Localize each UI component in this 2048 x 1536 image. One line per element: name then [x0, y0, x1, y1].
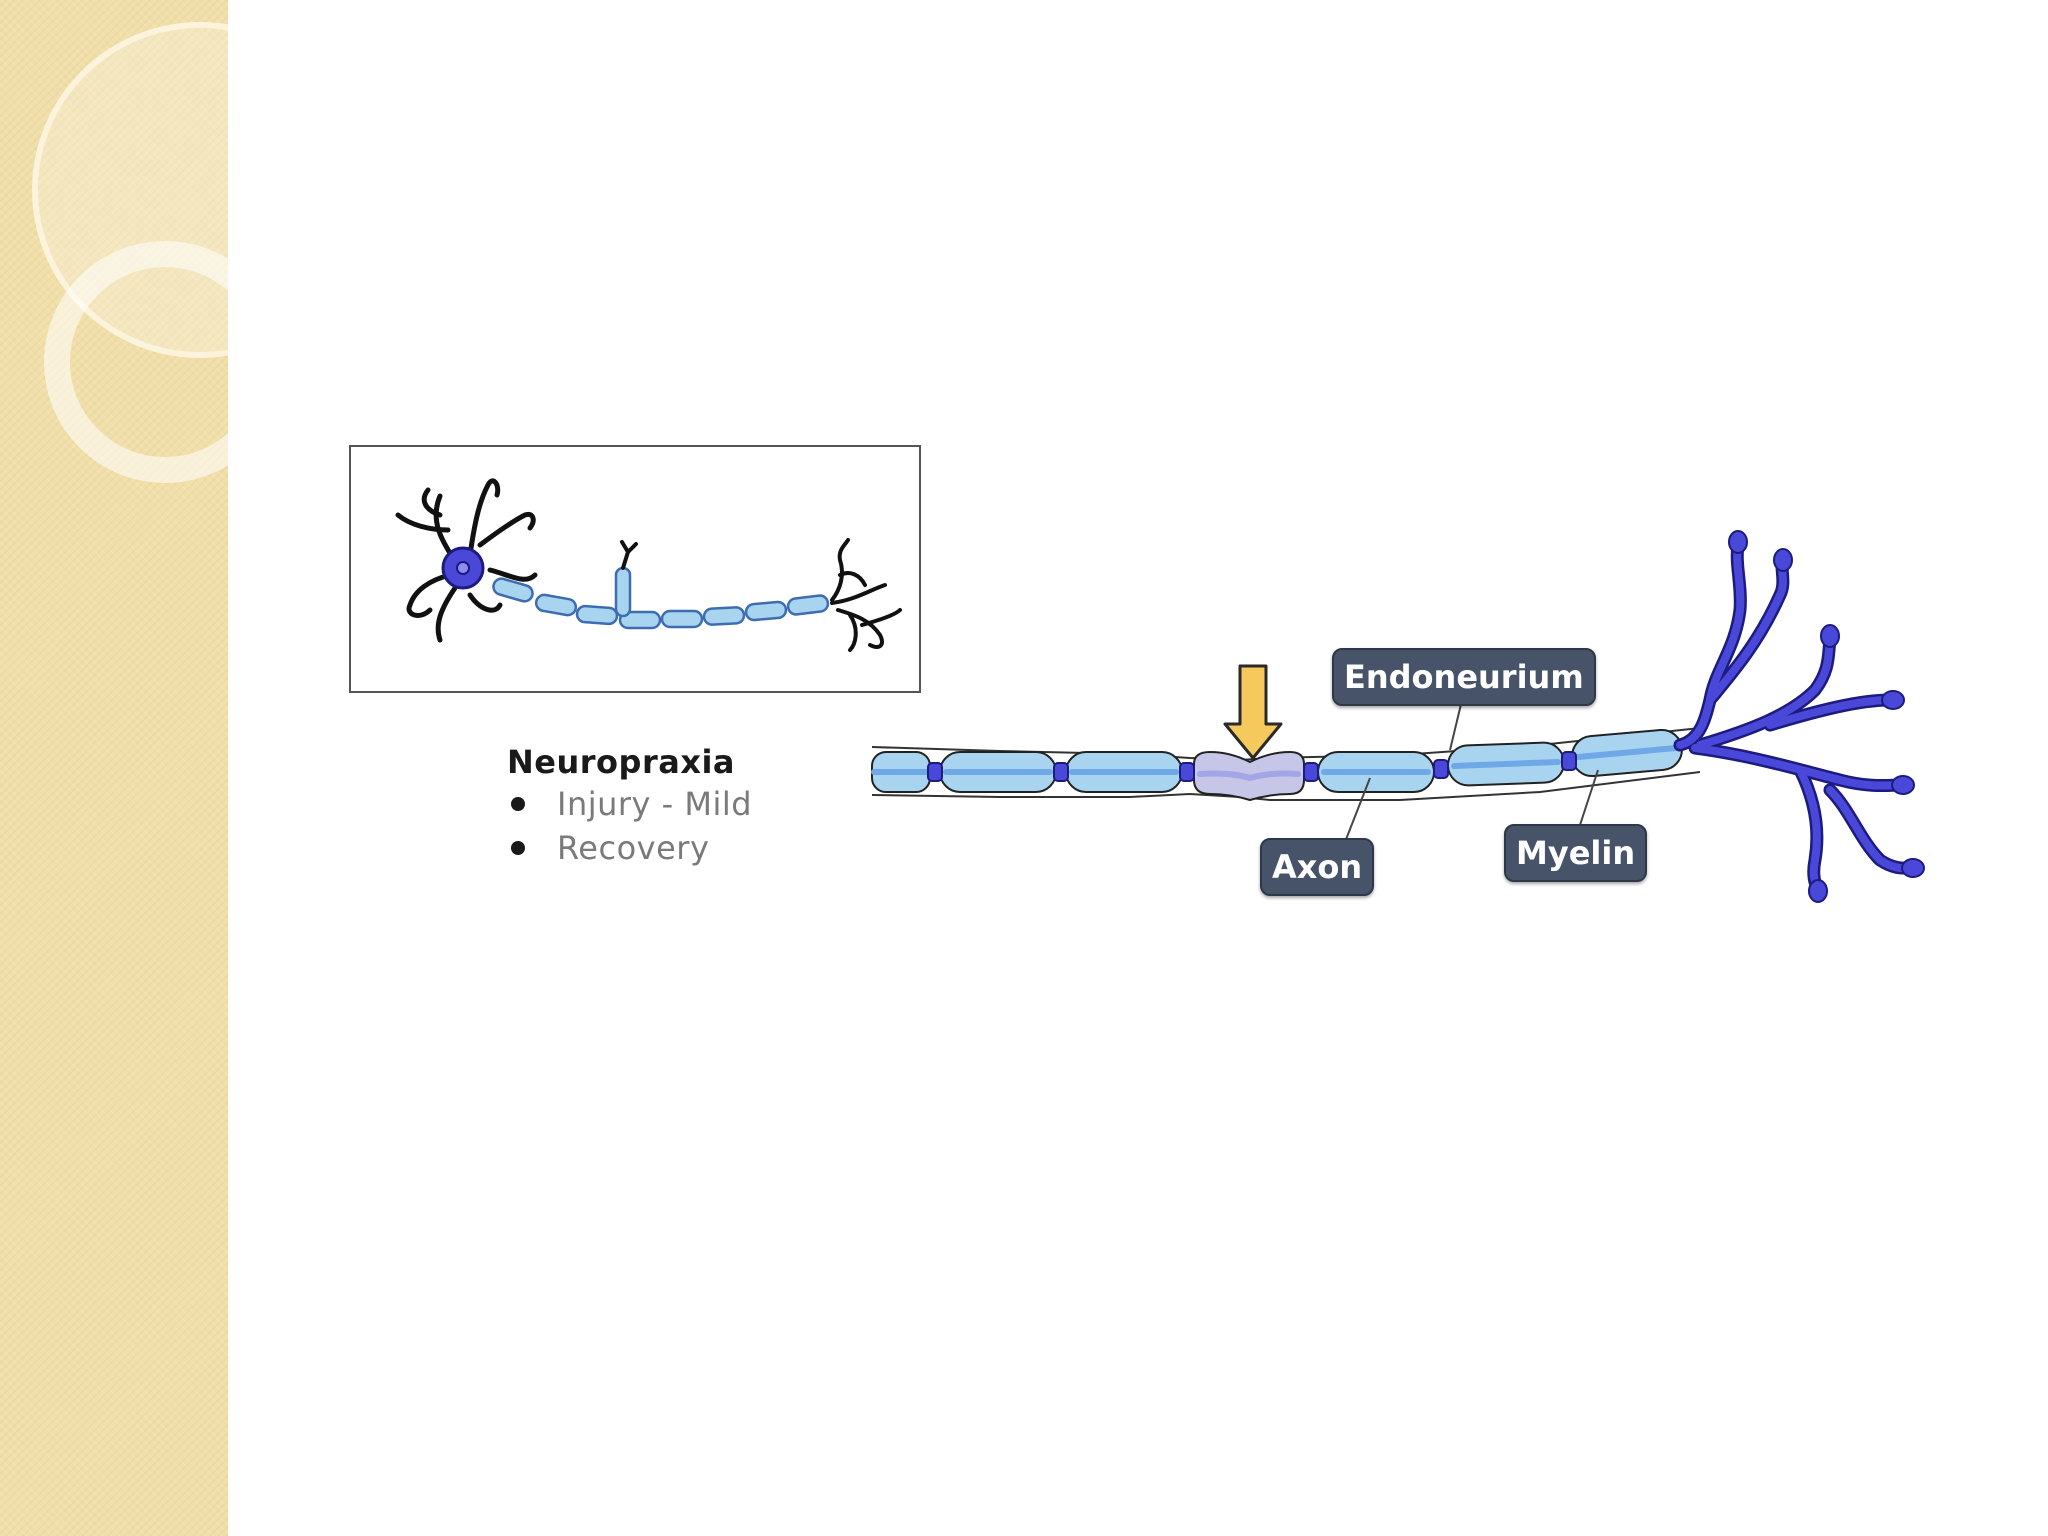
legend-title: Neuropraxia — [507, 743, 736, 781]
bullet-icon — [511, 841, 525, 855]
leader-lines — [1344, 699, 1599, 843]
bullet-icon — [511, 797, 525, 811]
legend-item: Injury - Mild — [507, 782, 752, 826]
inset-frame — [349, 445, 921, 693]
neuron-overview-inset — [349, 445, 921, 693]
decorative-rings — [32, 22, 228, 483]
inset-axon-segments — [492, 566, 830, 630]
axon-main — [871, 727, 1701, 802]
injury-arrow-icon — [1223, 664, 1283, 760]
decorative-ring-large — [32, 22, 228, 358]
legend-item-label: Injury - Mild — [557, 785, 753, 823]
nodes-of-ranvier — [927, 751, 1577, 782]
decorative-ring-small — [44, 241, 228, 483]
axon-terminal-branches — [1673, 530, 1925, 903]
myelin-label: Myelin — [1504, 824, 1648, 882]
axon-label: Axon — [1260, 838, 1375, 896]
inset-axon-terminals — [620, 538, 902, 652]
injured-axon-stripe — [1197, 770, 1301, 782]
endoneurium-label: Endoneurium — [1332, 648, 1596, 706]
legend-item-label: Recovery — [557, 829, 710, 867]
endoneurium-leader-line — [1449, 699, 1463, 751]
axon-leader-line — [1344, 777, 1371, 843]
myelin-leader-line — [1579, 769, 1599, 826]
axon-stripe — [871, 745, 1679, 775]
inset-nucleus — [456, 561, 470, 575]
legend: Neuropraxia Injury - Mild Recovery — [507, 742, 752, 870]
legend-item: Recovery — [507, 826, 752, 870]
decorative-sidebar — [0, 0, 228, 1536]
